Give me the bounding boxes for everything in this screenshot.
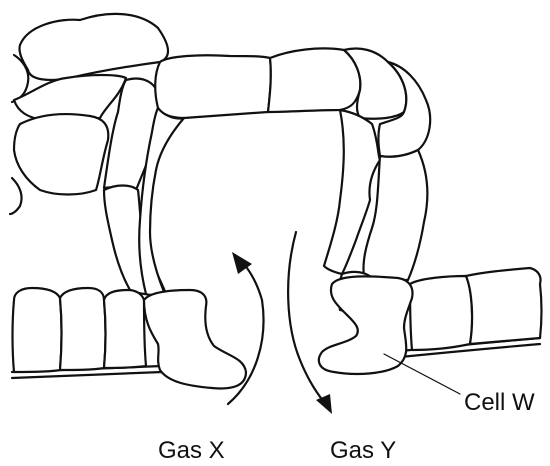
- guard-cell-left: [144, 290, 246, 388]
- gas-y-arrow-head: [316, 394, 332, 414]
- mesophyll-cell: [14, 114, 108, 194]
- cell-w-label: Cell W: [464, 389, 535, 416]
- gas-y-label: Gas Y: [330, 437, 396, 464]
- guard-cells: [144, 276, 412, 388]
- epidermal-cell: [60, 288, 106, 370]
- cell-w-pointer: [384, 354, 460, 394]
- guard-cell-right: [319, 276, 413, 374]
- gas-x-label: Gas X: [158, 437, 225, 464]
- mesophyll-cell: [19, 14, 168, 80]
- palisade-top-cells: [155, 48, 430, 156]
- top-cell: [155, 55, 271, 118]
- gas-y-arrow-shaft: [288, 232, 324, 402]
- lower-epidermis: [12, 268, 542, 378]
- epidermal-cell: [410, 276, 472, 350]
- epidermal-cell: [13, 288, 62, 372]
- gas-arrows: [228, 232, 332, 414]
- epidermis-outer-line: [12, 372, 162, 378]
- top-cell: [268, 48, 360, 112]
- epidermal-cell: [466, 268, 542, 344]
- epidermal-cell: [104, 290, 146, 368]
- mesophyll-cell: [10, 178, 22, 214]
